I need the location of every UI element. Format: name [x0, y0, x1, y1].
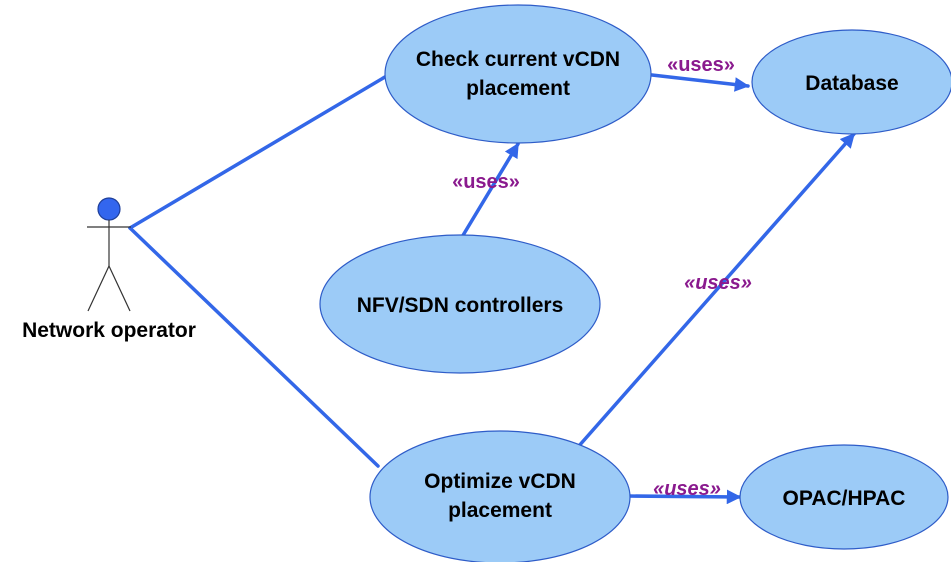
actor-left-leg-icon: [87, 265, 110, 312]
uses-line-check-to-database: [650, 73, 750, 92]
uses-label-optimize-to-database: «uses»: [684, 272, 752, 294]
use-case-optimize-placement-line2: placement: [448, 499, 552, 522]
use-case-check-placement-line1: Check current vCDN: [416, 48, 620, 71]
use-case-nfv-sdn-label: NFV/SDN controllers: [357, 294, 564, 317]
uses-label-check-to-database: «uses»: [667, 54, 735, 76]
use-case-optimize-placement-line1: Optimize vCDN: [424, 470, 576, 493]
actor-head-icon: [97, 197, 121, 221]
association-line-optimize: [128, 226, 380, 468]
actor-network-operator[interactable]: Network operator: [22, 197, 196, 342]
use-case-database[interactable]: Database: [751, 29, 951, 135]
uses-label-optimize-to-opac: «uses»: [653, 478, 721, 500]
use-case-check-placement[interactable]: Check current vCDN placement: [384, 4, 652, 144]
use-case-nfv-sdn-controllers[interactable]: NFV/SDN controllers: [319, 234, 601, 374]
actor-right-leg-icon: [108, 265, 131, 312]
association-line-check: [128, 72, 392, 230]
actor-label: Network operator: [22, 319, 196, 342]
uses-line-optimize-to-opac: [626, 489, 742, 505]
use-case-database-label: Database: [805, 72, 898, 95]
use-case-opac-hpac-label: OPAC/HPAC: [783, 487, 906, 510]
use-case-optimize-placement[interactable]: Optimize vCDN placement: [369, 430, 631, 562]
uses-label-nfv-to-check: «uses»: [452, 171, 520, 193]
use-case-check-placement-line2: placement: [466, 77, 570, 100]
uses-line-nfv-to-check: [460, 142, 520, 239]
use-case-opac-hpac[interactable]: OPAC/HPAC: [739, 444, 949, 550]
uses-line-optimize-to-database: [576, 132, 856, 449]
